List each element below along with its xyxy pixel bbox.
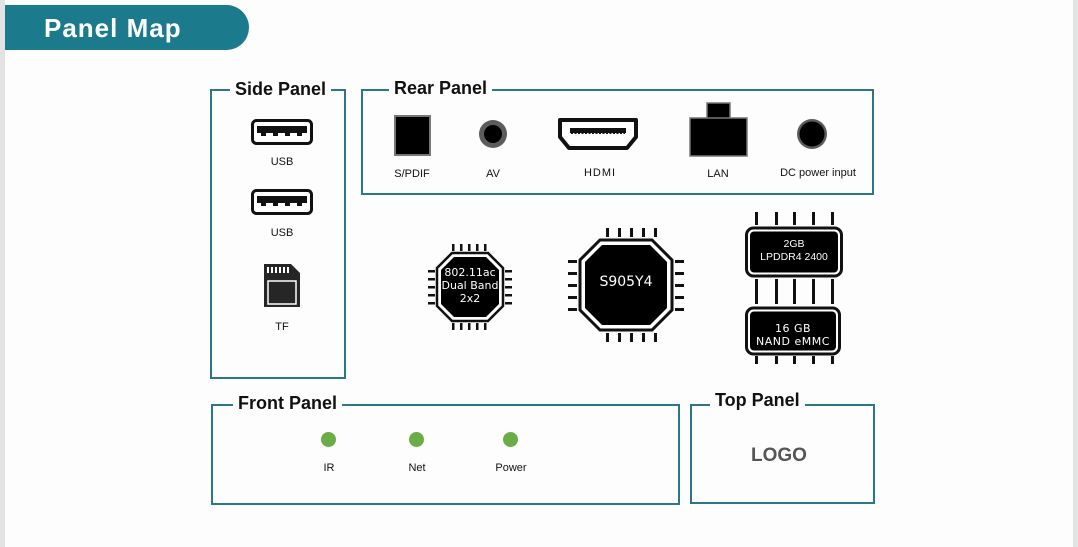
section-header: Panel Map bbox=[5, 5, 249, 50]
storage-chip-icon bbox=[745, 290, 841, 364]
usb-icon bbox=[251, 119, 313, 145]
wifi-chip-line-3: 2x2 bbox=[459, 292, 481, 306]
ram-chip-icon bbox=[745, 212, 843, 293]
led-power bbox=[503, 432, 518, 447]
front-panel: Front Panel bbox=[211, 391, 680, 505]
storage-chip-line-1: 16 GB bbox=[774, 322, 812, 335]
page-edge-left bbox=[0, 0, 5, 547]
logo-placeholder: LOGO bbox=[751, 445, 807, 466]
port-label-spdif: S/PDIF bbox=[394, 168, 430, 180]
port-label-usb-2: USB bbox=[270, 227, 294, 239]
wifi-chip-line-2: Dual Band bbox=[441, 279, 499, 293]
page-edge-right bbox=[1073, 0, 1078, 547]
top-panel: Top Panel bbox=[690, 388, 875, 504]
port-label-av: AV bbox=[486, 168, 500, 180]
dc-jack-icon bbox=[797, 119, 827, 149]
port-label-hdmi: HDMI bbox=[583, 167, 617, 179]
av-jack-icon bbox=[479, 120, 507, 148]
side-panel-title: Side Panel bbox=[230, 77, 332, 101]
wifi-chip-icon bbox=[428, 244, 512, 330]
usb-icon bbox=[251, 189, 313, 215]
ram-chip-line-1: 2GB bbox=[783, 238, 805, 250]
port-label-usb-1: USB bbox=[270, 156, 294, 168]
port-label-dc: DC power input bbox=[780, 167, 856, 179]
soc-chip-icon bbox=[568, 228, 684, 342]
wifi-chip-label: 802.11ac Dual Band 2x2 bbox=[440, 266, 500, 306]
side-panel: Side Panel bbox=[210, 77, 346, 379]
hdmi-icon bbox=[558, 118, 638, 150]
led-net bbox=[409, 432, 424, 447]
top-panel-title: Top Panel bbox=[710, 388, 805, 412]
rear-panel: Rear Panel bbox=[361, 76, 874, 195]
led-label-net: Net bbox=[408, 462, 426, 474]
rear-panel-title: Rear Panel bbox=[389, 76, 493, 100]
port-label-tf: TF bbox=[275, 321, 289, 333]
storage-chip-label: 16 GB NAND eMMC bbox=[752, 322, 834, 348]
sd-card-icon bbox=[264, 264, 300, 307]
wifi-chip-line-1: 802.11ac bbox=[444, 266, 496, 279]
led-ir bbox=[321, 432, 336, 447]
led-label-power: Power bbox=[495, 462, 527, 474]
page-title: Panel Map bbox=[44, 13, 182, 43]
spdif-icon bbox=[394, 115, 431, 156]
port-label-lan: LAN bbox=[707, 168, 729, 180]
front-panel-title: Front Panel bbox=[233, 391, 343, 415]
ram-chip-label: 2GB LPDDR4 2400 bbox=[752, 238, 836, 263]
soc-chip-label: S905Y4 bbox=[599, 274, 653, 290]
ram-chip-line-2: LPDDR4 2400 bbox=[760, 250, 828, 263]
led-label-ir: IR bbox=[323, 462, 335, 474]
lan-icon bbox=[689, 102, 748, 157]
storage-chip-line-2: NAND eMMC bbox=[756, 335, 830, 349]
